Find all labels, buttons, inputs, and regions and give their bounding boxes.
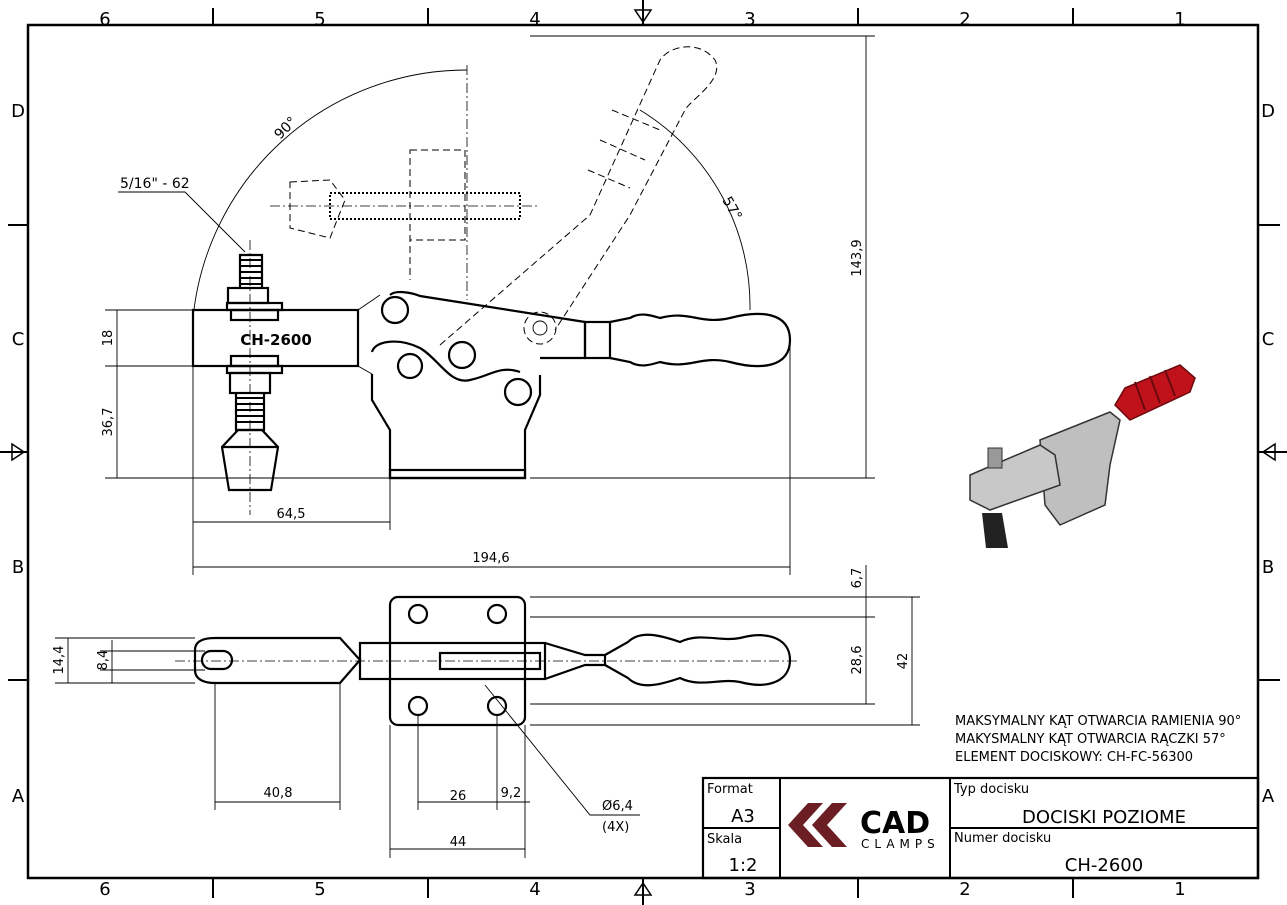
note-line: MAKYSMALNY KĄT OTWARCIA RĄCZKI 57° xyxy=(955,732,1226,747)
dim-26: 26 xyxy=(450,789,467,804)
dim-28-6: 28,6 xyxy=(850,646,865,675)
top-view: 6,7 28,6 42 14,4 8,4 40,8 26 9,2 44 Ø6,4… xyxy=(52,565,920,858)
dim-spindle-below: 36,7 xyxy=(101,408,116,437)
dim-spindle-offset: 64,5 xyxy=(277,507,306,522)
dim-arm-height: 18 xyxy=(101,330,116,347)
col-label: 1 xyxy=(1174,879,1185,900)
dim-total-length: 194,6 xyxy=(472,551,509,566)
row-label: C xyxy=(1262,329,1275,350)
row-label: A xyxy=(1262,786,1275,807)
col-label: 5 xyxy=(314,879,325,900)
row-label: C xyxy=(12,329,25,350)
type-label: Typ docisku xyxy=(953,782,1029,797)
grid-labels: 6 5 4 3 2 1 6 5 4 3 2 1 D C B A D C B A xyxy=(11,9,1275,900)
side-view: CH-2600 90° 57° 5/16" - 62 xyxy=(101,35,875,575)
col-label: 4 xyxy=(529,879,540,900)
format-label: Format xyxy=(707,782,753,797)
hole-diameter: Ø6,4 xyxy=(602,799,633,814)
row-label: D xyxy=(11,101,25,122)
logo-text: CAD xyxy=(860,806,930,841)
col-label: 5 xyxy=(314,9,325,30)
logo-subtext: CLAMPS xyxy=(861,837,940,851)
col-label: 6 xyxy=(99,9,110,30)
dim-14-4: 14,4 xyxy=(52,646,67,675)
scale-label: Skala xyxy=(707,832,742,847)
note-line: MAKSYMALNY KĄT OTWARCIA RAMIENIA 90° xyxy=(955,714,1241,729)
dim-42: 42 xyxy=(896,653,911,670)
thread-label: 5/16" - 62 xyxy=(120,176,190,192)
row-label: B xyxy=(1262,557,1274,578)
row-label: A xyxy=(12,786,25,807)
centering-arrows xyxy=(11,9,1276,896)
dim-6-7: 6,7 xyxy=(850,568,865,589)
col-label: 3 xyxy=(744,9,755,30)
angle-handle-label: 57° xyxy=(719,194,745,224)
isometric-view xyxy=(969,364,1196,548)
hole-count: (4X) xyxy=(602,820,629,835)
title-block: Format A3 Skala 1:2 CAD CLAMPS Typ docis… xyxy=(701,776,1260,880)
format-value: A3 xyxy=(731,806,755,827)
dim-8-4: 8,4 xyxy=(96,650,111,671)
notes: MAKSYMALNY KĄT OTWARCIA RAMIENIA 90° MAK… xyxy=(955,714,1241,765)
dim-40-8: 40,8 xyxy=(264,786,293,801)
angle-arm-label: 90° xyxy=(272,114,301,143)
col-label: 2 xyxy=(959,9,970,30)
col-label: 6 xyxy=(99,879,110,900)
row-label: D xyxy=(1261,101,1275,122)
part-marking: CH-2600 xyxy=(240,331,312,349)
dim-height-total: 143,9 xyxy=(850,239,865,276)
dim-44: 44 xyxy=(450,835,467,850)
type-value: DOCISKI POZIOME xyxy=(1022,807,1186,828)
cad-clamps-logo: CAD CLAMPS xyxy=(788,803,940,851)
col-label: 1 xyxy=(1174,9,1185,30)
col-label: 4 xyxy=(529,9,540,30)
row-label: B xyxy=(12,557,24,578)
dim-9-2: 9,2 xyxy=(501,786,522,801)
scale-value: 1:2 xyxy=(729,855,758,876)
col-label: 3 xyxy=(744,879,755,900)
number-value: CH-2600 xyxy=(1065,855,1143,876)
note-line: ELEMENT DOCISKOWY: CH-FC-56300 xyxy=(955,750,1193,765)
number-label: Numer docisku xyxy=(954,831,1051,846)
col-label: 2 xyxy=(959,879,970,900)
